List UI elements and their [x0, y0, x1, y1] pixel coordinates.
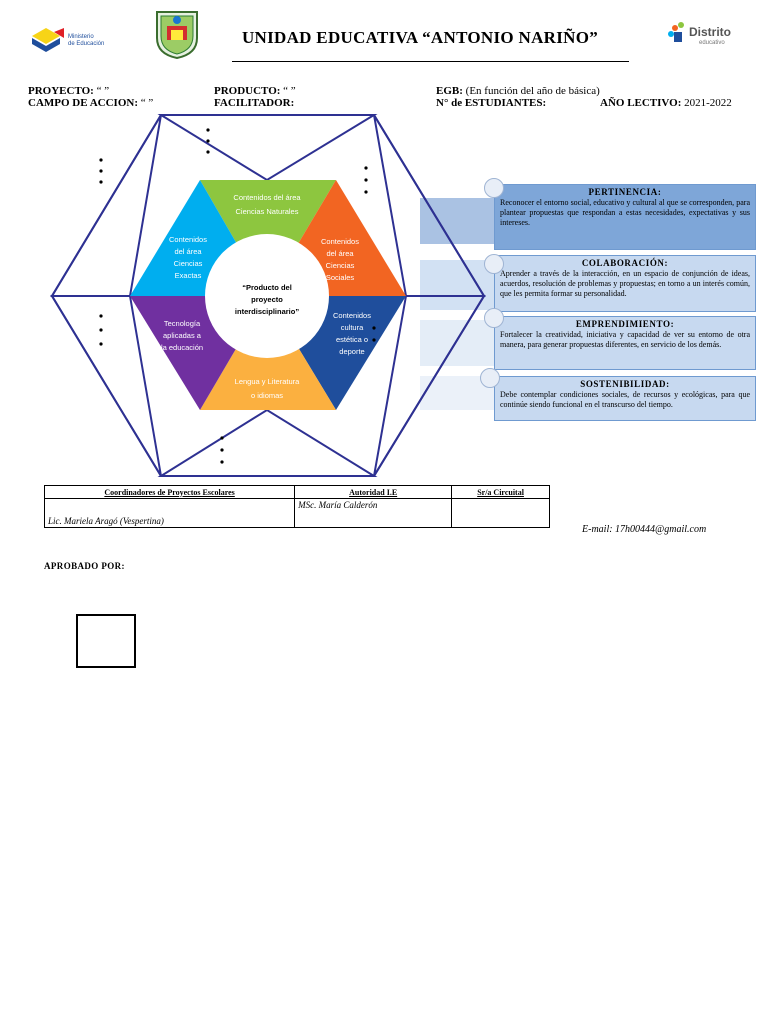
sostenibilidad-title: SOSTENIBILIDAD: — [580, 379, 670, 389]
signature-box — [76, 614, 136, 668]
label-exactas-3: Ciencias — [174, 259, 203, 268]
label-tecnologia-3: la educación — [161, 343, 203, 352]
proyecto-field: PROYECTO: “ ” — [28, 85, 109, 97]
ministerio-logo: Ministerio de Educación — [30, 24, 120, 52]
label-exactas-4: Exactas — [175, 271, 202, 280]
label-cultura-1: Contenidos — [333, 311, 371, 320]
center-circle — [205, 234, 329, 358]
label-cultura-2: cultura — [341, 323, 364, 332]
school-crest-logo — [153, 8, 201, 60]
school-title: UNIDAD EDUCATIVA “ANTONIO NARIÑO” — [241, 28, 599, 47]
estudiantes-label: N° de ESTUDIANTES: — [436, 97, 547, 109]
label-sociales-4: Sociales — [326, 273, 355, 282]
colaboracion-avatar-icon — [484, 254, 504, 274]
facilitador-field: FACILITADOR: — [214, 97, 294, 109]
table-cell-coordinadores: Lic. Mariela Aragó (Vespertina) — [43, 498, 296, 528]
label-exactas-1: Contenidos — [169, 235, 207, 244]
project-diagram: “Producto del proyecto interdisciplinari… — [50, 114, 494, 477]
facilitador-label: FACILITADOR: — [214, 97, 295, 109]
sostenibilidad-text: Debe contemplar condiciones sociales, de… — [500, 390, 750, 409]
label-tecnologia-1: Tecnología — [164, 319, 201, 328]
colaboracion-text: Aprender a través de la interacción, en … — [500, 269, 750, 298]
lectivo-label: AÑO LECTIVO: — [600, 97, 682, 109]
connector-band-2 — [420, 260, 494, 310]
bottom-triangle — [157, 408, 378, 477]
emprendimiento-box: EMPRENDIMIENTO: Fortalecer la creativida… — [494, 316, 756, 370]
label-sociales-2: del área — [326, 249, 354, 258]
center-line-2: proyecto — [251, 295, 283, 304]
campo-value: “ ” — [140, 97, 154, 109]
aprobado-label: APROBADO POR: — [44, 561, 125, 571]
label-lengua-2: o idiomas — [251, 391, 283, 400]
campo-field: CAMPO DE ACCION: “ ” — [28, 97, 153, 109]
top-left-triangle — [50, 114, 162, 297]
label-tecnologia-2: aplicadas a — [163, 331, 202, 340]
colaboracion-box: COLABORACIÓN: Aprender a través de la in… — [494, 255, 756, 312]
table-header-circuital: Sr/a Circuital — [451, 485, 550, 499]
estudiantes-field: N° de ESTUDIANTES: — [436, 97, 546, 109]
egb-value: (En función del año de básica) — [465, 85, 600, 97]
egb-label: EGB: — [436, 85, 463, 97]
emprendimiento-avatar-icon — [484, 308, 504, 328]
title-underline — [232, 61, 629, 62]
bottom-left-triangle — [50, 295, 162, 477]
label-cultura-3: estética o — [336, 335, 368, 344]
ministerio-logo-text-2: de Educación — [68, 41, 104, 47]
producto-value: “ ” — [283, 85, 296, 97]
producto-field: PRODUCTO: “ ” — [214, 85, 296, 97]
table-cell-autoridad: MSc. María Calderón — [294, 498, 453, 528]
label-naturales-2: Ciencias Naturales — [236, 207, 299, 216]
emprendimiento-text: Fortalecer la creatividad, iniciativa y … — [500, 330, 750, 349]
sostenibilidad-box: SOSTENIBILIDAD: Debe contemplar condicio… — [494, 376, 756, 421]
table-header-autoridad: Autoridad I.E — [294, 485, 453, 499]
pertinencia-text: Reconocer el entorno social, educativo y… — [500, 198, 750, 227]
colaboracion-title: COLABORACIÓN: — [581, 258, 669, 268]
producto-label: PRODUCTO: — [214, 85, 281, 97]
pertinencia-box: PERTINENCIA: Reconocer el entorno social… — [494, 184, 756, 250]
label-cultura-4: deporte — [339, 347, 364, 356]
distrito-logo: Distrito educativo — [665, 18, 745, 50]
sostenibilidad-avatar-icon — [480, 368, 500, 388]
bullet-dots — [99, 128, 376, 464]
bottom-right-triangle — [373, 295, 486, 477]
pertinencia-avatar-icon — [484, 178, 504, 198]
pertinencia-title: PERTINENCIA: — [588, 187, 662, 197]
proyecto-label: PROYECTO: — [28, 85, 94, 97]
lectivo-value: 2021-2022 — [684, 97, 732, 109]
campo-label: CAMPO DE ACCION: — [28, 97, 138, 109]
lectivo-field: AÑO LECTIVO: 2021-2022 — [600, 97, 732, 109]
proyecto-value: “ ” — [96, 85, 110, 97]
center-line-1: “Producto del — [242, 283, 292, 292]
label-exactas-2: del área — [174, 247, 202, 256]
connector-band-3 — [420, 320, 494, 366]
connector-band-1 — [420, 198, 494, 244]
distrito-logo-text-1: Distrito — [689, 25, 731, 39]
distrito-logo-text-2: educativo — [699, 40, 725, 46]
table-header-coordinadores: Coordinadores de Proyectos Escolares — [43, 485, 296, 499]
table-cell-circuital — [451, 498, 550, 528]
top-triangle — [157, 114, 378, 182]
email-text: E-mail: 17h00444@gmail.com — [582, 524, 707, 535]
center-line-3: interdisciplinario” — [235, 307, 299, 316]
connector-band-4 — [420, 376, 494, 410]
ministerio-logo-text-1: Ministerio — [68, 34, 94, 40]
label-sociales-3: Ciencias — [326, 261, 355, 270]
egb-field: EGB: (En función del año de básica) — [436, 85, 600, 97]
label-sociales-1: Contenidos — [321, 237, 359, 246]
emprendimiento-title: EMPRENDIMIENTO: — [575, 319, 675, 329]
center-label: “Producto del proyecto interdisciplinari… — [235, 283, 299, 316]
label-lengua-1: Lengua y Literatura — [235, 377, 300, 386]
label-naturales-1: Contenidos del área — [233, 193, 301, 202]
coordinators-table: Coordinadores de Proyectos Escolares Aut… — [43, 485, 550, 528]
